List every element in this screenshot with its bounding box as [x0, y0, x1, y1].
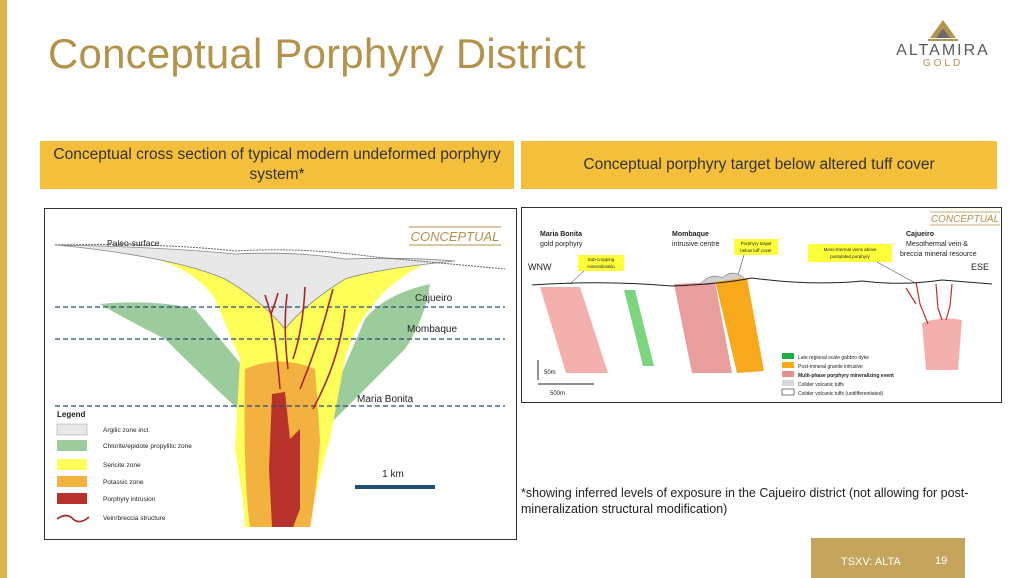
porphyry-body-maria-bonita — [540, 287, 608, 373]
legend-label-intrusion: Porphyry intrusion — [103, 496, 156, 503]
callout-meso-1: Meso-thermal veins above — [824, 247, 877, 252]
propylitic-zone-right — [320, 284, 430, 434]
slide-footer: TSXV: ALTA 19 — [811, 538, 965, 578]
legend-swatch-sericite — [57, 459, 87, 470]
orientation-ese: ESE — [971, 262, 989, 272]
porphyry-cross-section-diagram: CONCEPTUAL Paleo-surface Cajueiro Mombaq… — [44, 208, 517, 540]
legend-label-sericite: Sericite zone — [103, 462, 141, 469]
slide-accent-bar — [0, 0, 7, 578]
paleo-surface-line — [54, 244, 506, 270]
location-desc-maria-bonita: gold porphyry — [540, 241, 583, 248]
legend-swatch-intrusion — [57, 493, 87, 504]
legend-swatch-potassic — [57, 476, 87, 487]
callout-porphyry-2: below tuff cover — [740, 248, 772, 253]
gabbro-dyke — [624, 290, 654, 366]
argilic-zone — [56, 244, 456, 330]
vein-structures — [264, 286, 346, 410]
scale-bar-label: 1 km — [382, 469, 404, 480]
cross-section-svg: CONCEPTUAL Paleo-surface Cajueiro Mombaq… — [54, 226, 506, 527]
left-section-header: Conceptual cross section of typical mode… — [40, 141, 514, 189]
legend-label-potassic: Potassic zone — [103, 479, 144, 486]
location-name-mombaque: Mombaque — [672, 231, 709, 238]
target-diagram-svg: CONCEPTUAL Maria Bonita gold porphyry Mo… — [528, 211, 1000, 397]
callout-box-mesothermal — [808, 244, 892, 262]
ticker-symbol: TSXV: ALTA — [841, 556, 901, 568]
callout-meso-2: postulated porphyry — [830, 254, 870, 259]
legend-swatch-propylitic — [57, 440, 87, 451]
porphyry-target-diagram: CONCEPTUAL Maria Bonita gold porphyry Mo… — [521, 207, 1002, 403]
legend-label-propylitic: Chlorite/epidote propylitic zone — [103, 443, 192, 450]
legend-title: Legend — [57, 410, 86, 419]
callout-box-porphyry-target — [734, 239, 778, 255]
legend-swatch-argilic — [56, 423, 88, 436]
logo-name: ALTAMIRA — [896, 42, 990, 59]
legend-label-argilic: Argilic zone incl. — [103, 427, 150, 434]
callout-porphyry-1: Porphyry target — [741, 241, 773, 246]
scale-vertical-label: 50m — [544, 370, 556, 376]
location-desc-mombaque: intrusive centre — [672, 241, 720, 248]
conceptual-stamp: CONCEPTUAL — [411, 229, 500, 244]
legend-right-gabbro: Late regional scale gabbro dyke — [798, 355, 869, 361]
level-label-cajueiro: Cajueiro — [415, 293, 453, 304]
callout-subcropping-2: mineralization — [587, 264, 615, 269]
location-name-cajueiro: Cajueiro — [906, 231, 934, 238]
logo-sub: GOLD — [922, 58, 964, 69]
legend-right-granite: Post-mineral granite intrusive — [798, 364, 863, 370]
callout-subcropping-1: Sub-cropping — [588, 257, 615, 262]
paleo-surface-label: Paleo-surface — [107, 238, 160, 248]
footnote: *showing inferred levels of exposure in … — [521, 486, 969, 516]
legend-swatch-vein — [56, 514, 90, 523]
conceptual-stamp-right: CONCEPTUAL — [931, 214, 999, 225]
location-name-maria-bonita: Maria Bonita — [540, 231, 582, 238]
location-desc-cajueiro: Mesothermal vein & — [906, 241, 968, 248]
scale-bar — [355, 485, 435, 489]
ground-surface — [531, 277, 993, 287]
location-desc2-cajueiro: breccia mineral resource — [900, 251, 977, 258]
porphyry-body-cajueiro — [922, 318, 962, 370]
logo-mark-icon — [928, 20, 958, 41]
legend-right-tuffs-undiff: Colider volcanic tuffs (undifferentiated… — [798, 391, 883, 397]
porphyry-intrusion-body — [269, 392, 300, 527]
cajueiro-veins — [905, 281, 953, 325]
callout-box-subcropping — [578, 255, 624, 271]
slide-title: Conceptual Porphyry District — [48, 30, 586, 77]
company-logo: ALTAMIRA GOLD — [888, 18, 998, 74]
legend-right-porphyry: Multi-phase porphyry mineralizing event — [798, 373, 894, 379]
tuff-mound — [699, 272, 745, 285]
page-number: 19 — [935, 555, 948, 567]
orientation-wnw: WNW — [528, 262, 552, 272]
propylitic-zone-left — [100, 302, 260, 429]
porphyry-body-mombaque — [674, 282, 732, 373]
level-label-maria-bonita: Maria Bonita — [357, 394, 414, 405]
scale-horizontal-label: 500m — [550, 391, 565, 397]
legend-label-vein: Vein/breccia structure — [103, 515, 166, 522]
level-label-mombaque: Mombaque — [407, 324, 457, 335]
legend-right-tuffs: Colider volcanic tuffs — [798, 382, 845, 388]
granite-intrusive — [715, 278, 764, 373]
right-section-header: Conceptual porphyry target below altered… — [521, 141, 997, 189]
